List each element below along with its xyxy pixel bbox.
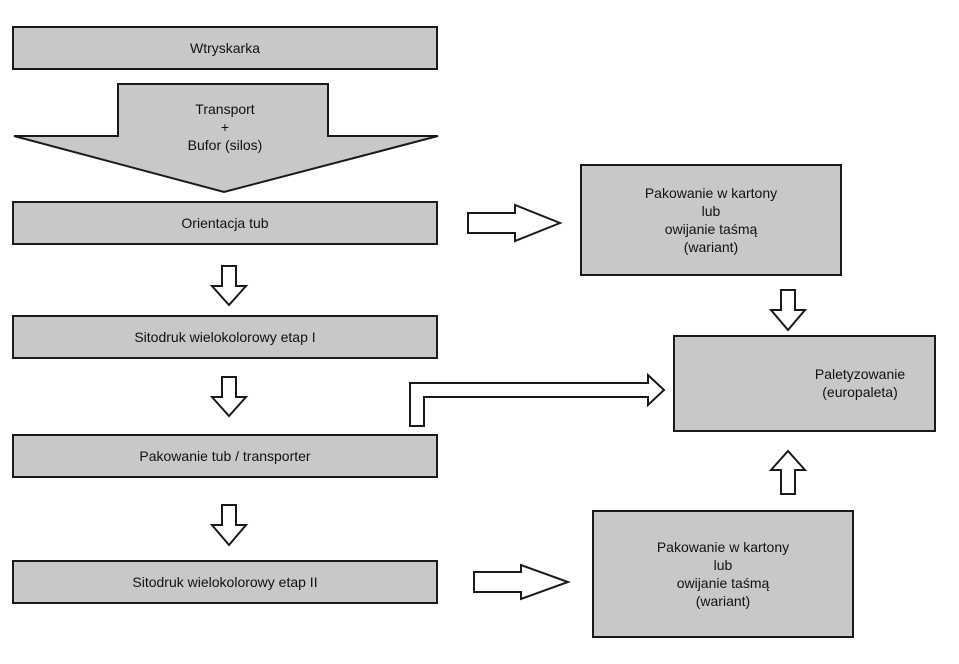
arrow-screenprint-2-to-cartons-bottom bbox=[473, 563, 571, 601]
palletizing-line-2: (europaleta) bbox=[822, 384, 898, 400]
box-cartons-or-tape-bottom: Pakowanie w kartony lub owijanie taśmą (… bbox=[592, 510, 854, 638]
cartons-top-line-4: (wariant) bbox=[683, 239, 739, 255]
cartons-bottom-line-2: lub bbox=[713, 557, 733, 573]
tube-packing-transporter-label: Pakowanie tub / transporter bbox=[139, 448, 311, 464]
arrow-packing-to-palletizing bbox=[409, 372, 666, 427]
arrow-packing-to-screenprint-2 bbox=[209, 504, 249, 547]
arrow-cartons-bottom-to-palletizing bbox=[768, 449, 808, 495]
arrow-orientation-to-screenprint-1 bbox=[209, 265, 249, 307]
arrow-screenprint-1-to-packing bbox=[209, 376, 249, 418]
box-palletizing bbox=[673, 335, 936, 432]
box-cartons-or-tape-top: Pakowanie w kartony lub owijanie taśmą (… bbox=[580, 164, 842, 276]
plus-label: + bbox=[220, 119, 230, 135]
palletizing-label: Paletyzowanie (europaleta) bbox=[790, 365, 930, 401]
box-tube-packing-transporter: Pakowanie tub / transporter bbox=[12, 434, 438, 478]
cartons-top-line-3: owijanie taśmą bbox=[664, 221, 758, 237]
cartons-top-line-1: Pakowanie w kartony bbox=[644, 185, 778, 201]
cartons-top-line-2: lub bbox=[701, 203, 721, 219]
tube-orientation-label: Orientacja tub bbox=[181, 215, 269, 231]
transport-label: Transport bbox=[195, 101, 255, 117]
cartons-bottom-line-1: Pakowanie w kartony bbox=[656, 539, 790, 555]
transport-buffer-label: Transport + Bufor (silos) bbox=[120, 100, 330, 154]
arrow-orientation-to-cartons-top bbox=[467, 203, 563, 243]
palletizing-line-1: Paletyzowanie bbox=[814, 366, 906, 382]
arrow-cartons-top-to-palletizing bbox=[768, 289, 808, 332]
cartons-bottom-line-3: owijanie taśmą bbox=[676, 575, 770, 591]
injection-molding-label: Wtryskarka bbox=[190, 40, 260, 56]
screenprint-stage-2-label: Sitodruk wielokolorowy etap II bbox=[132, 574, 318, 590]
box-tube-orientation: Orientacja tub bbox=[12, 201, 438, 245]
cartons-bottom-line-4: (wariant) bbox=[695, 593, 751, 609]
box-injection-molding: Wtryskarka bbox=[12, 26, 438, 70]
buffer-label: Bufor (silos) bbox=[187, 137, 263, 153]
screenprint-stage-1-label: Sitodruk wielokolorowy etap I bbox=[134, 329, 316, 345]
transport-buffer-funnel bbox=[13, 83, 439, 194]
box-screenprint-stage-2: Sitodruk wielokolorowy etap II bbox=[12, 560, 438, 604]
box-screenprint-stage-1: Sitodruk wielokolorowy etap I bbox=[12, 315, 438, 359]
